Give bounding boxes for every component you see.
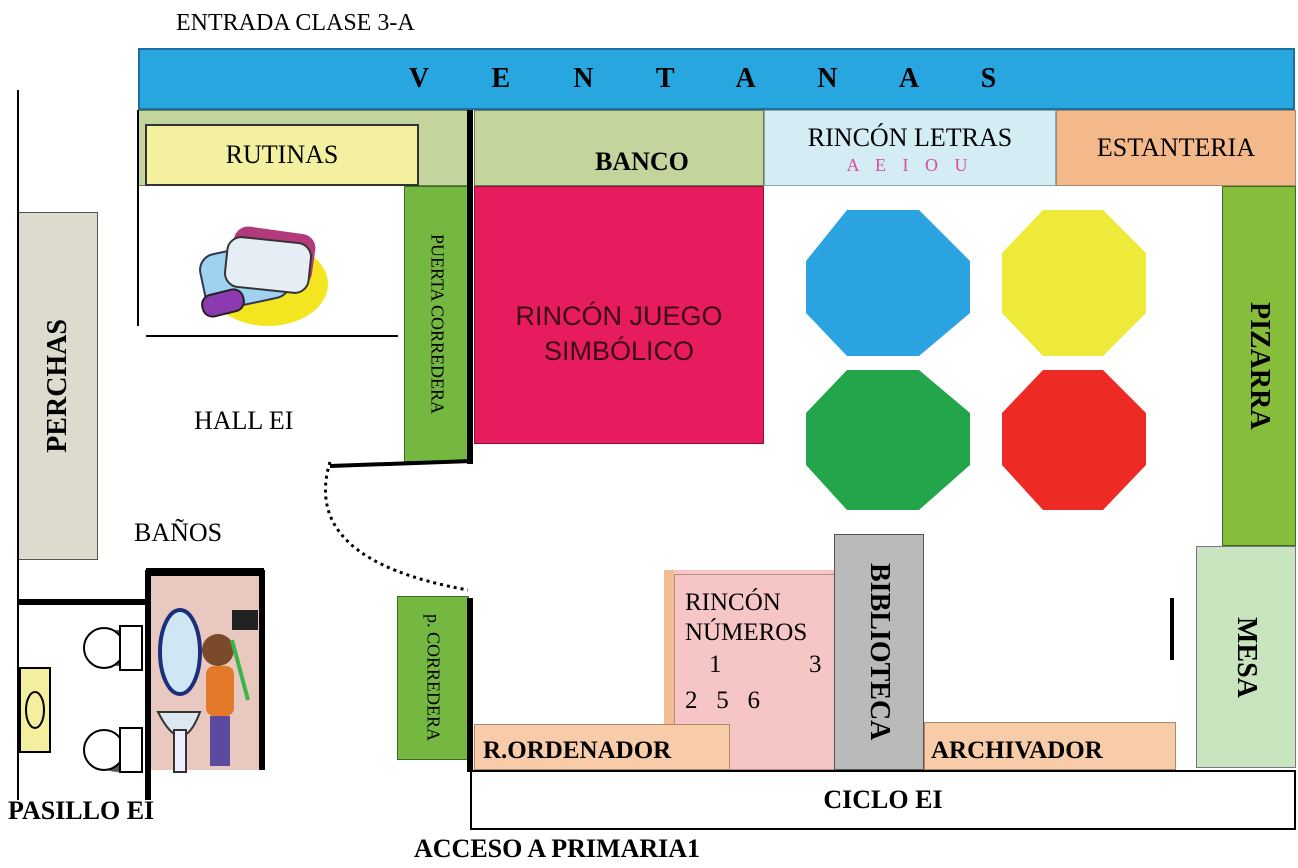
rutinas-label: RUTINAS — [225, 140, 339, 169]
p-corredera-label: p. CORREDERA — [423, 614, 444, 742]
banos-label: BAÑOS — [134, 518, 223, 547]
rincon-juego-line2: SIMBÓLICO — [543, 336, 695, 366]
table-green — [806, 370, 970, 510]
ventanas-bar: V E N T A N A S — [138, 48, 1295, 110]
biblioteca-box: BIBLIOTECA — [834, 534, 924, 770]
rincon-juego-box: RINCÓN JUEGO SIMBÓLICO — [474, 186, 764, 444]
pizarra-label: PIZARRA — [1244, 302, 1275, 430]
door-leaf — [329, 459, 473, 468]
puerta-corredera-label: PUERTA CORREDERA — [427, 234, 448, 414]
table-blue — [806, 210, 970, 356]
mesa-label: MESA — [1231, 616, 1262, 698]
hall-label: HALL EI — [194, 406, 294, 435]
ciclo-label: CICLO EI — [823, 785, 943, 814]
table-red — [1002, 370, 1146, 510]
estanteria-box: ESTANTERIA — [1056, 110, 1296, 186]
rutinas-box: RUTINAS — [145, 124, 419, 186]
bathroom — [18, 568, 265, 800]
p-corredera: p. CORREDERA — [397, 596, 469, 760]
pasillo-label: PASILLO EI — [8, 796, 155, 825]
banco-box: BANCO — [474, 110, 764, 186]
table-yellow — [1002, 210, 1146, 356]
pizarra-box: PIZARRA — [1222, 186, 1296, 546]
rincon-numeros-line1: RINCÓN — [685, 589, 781, 616]
mesa-box: MESA — [1196, 546, 1296, 768]
estanteria-label: ESTANTERIA — [1096, 133, 1256, 162]
r-ordenador-box: R.ORDENADOR — [474, 724, 730, 770]
archivador-label: ARCHIVADOR — [931, 737, 1103, 764]
number-1: 1 — [709, 651, 722, 678]
biblioteca-label: BIBLIOTECA — [864, 563, 895, 741]
perchas-box: PERCHAS — [18, 212, 98, 560]
rincon-juego-line1: RINCÓN JUEGO — [515, 301, 723, 331]
number-row: 2 5 6 — [685, 687, 760, 714]
vowels-label: A E I O U — [846, 155, 974, 175]
ciclo-box: CICLO EI — [470, 770, 1296, 830]
rincon-letras-label: RINCÓN LETRAS — [807, 123, 1013, 152]
banco-label: BANCO — [595, 147, 689, 176]
door-swing-arc — [324, 461, 469, 592]
rincon-letras-box: RINCÓN LETRAS A E I O U — [764, 110, 1056, 186]
rincon-numeros-line2: NÚMEROS — [685, 619, 808, 646]
entrance-label: ENTRADA CLASE 3-A — [176, 10, 415, 36]
puerta-corredera: PUERTA CORREDERA — [404, 186, 470, 462]
ventanas-label: V E N T A N A S — [408, 63, 1025, 94]
r-ordenador-label: R.ORDENADOR — [483, 737, 672, 764]
pillow-clipart — [199, 226, 328, 326]
archivador-box: ARCHIVADOR — [924, 722, 1176, 770]
acceso-label: ACCESO A PRIMARIA1 — [414, 834, 701, 863]
number-3: 3 — [809, 651, 822, 678]
